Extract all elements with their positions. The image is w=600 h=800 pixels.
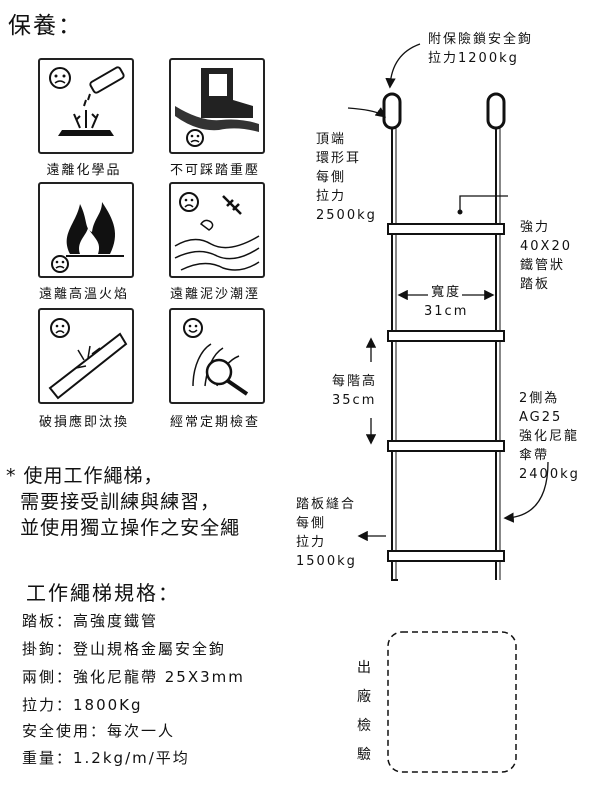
fire-icon bbox=[38, 182, 134, 278]
label-rung: 強力 40X20 鐵管狀 踏板 bbox=[520, 220, 572, 292]
caption-magnifier: 經常定期檢查 bbox=[169, 415, 260, 430]
stamp-char: 出 bbox=[357, 660, 371, 676]
chemical-icon bbox=[38, 58, 134, 154]
spec-tension: 拉力：1800Kg bbox=[22, 696, 143, 714]
stamp-char: 廠 bbox=[357, 689, 371, 705]
frayed-rope-icon bbox=[38, 308, 134, 404]
training-warning: * 使用工作繩梯， 需要接受訓練與練習， 並使用獨立操作之安全繩 bbox=[6, 465, 241, 539]
stamp-char: 驗 bbox=[357, 747, 371, 763]
caption-chemical: 遠離化學品 bbox=[46, 163, 122, 178]
spec-hook: 掛鉤：登山規格金屬安全鉤 bbox=[22, 640, 227, 658]
mud-crayfish-icon bbox=[169, 182, 265, 278]
label-width: 寬度 31cm bbox=[424, 285, 469, 319]
spec-weight: 重量：1.2kg/m/平均 bbox=[22, 749, 190, 767]
boot-step-icon bbox=[169, 58, 265, 154]
caption-boot: 不可踩踏重壓 bbox=[169, 163, 260, 178]
spec-usage: 安全使用：每次一人 bbox=[22, 722, 176, 740]
spec-sides: 兩側：強化尼龍帶 25X3mm bbox=[22, 668, 245, 686]
label-seam: 踏板縫合 每側 拉力 1500kg bbox=[296, 497, 357, 569]
caption-frayed: 破損應即汰換 bbox=[38, 415, 129, 430]
caption-fire: 遠離高溫火焰 bbox=[38, 287, 129, 302]
label-hook: 附保險鎖安全鉤 拉力1200kg bbox=[428, 32, 534, 66]
magnifier-icon bbox=[169, 308, 265, 404]
caption-mud: 遠離泥沙潮溼 bbox=[169, 287, 260, 302]
label-sides: 2側為 AG25 強化尼龍 傘帶 2400kg bbox=[519, 391, 580, 482]
spec-rung: 踏板：高強度鐵管 bbox=[22, 612, 159, 630]
label-loop: 頂端 環形耳 每側 拉力 2500kg bbox=[316, 132, 377, 223]
page-title: 保養： bbox=[8, 13, 83, 39]
factory-inspection-stamp: 出 廠 檢 驗 bbox=[356, 654, 372, 770]
spec-title: 工作繩梯規格： bbox=[26, 581, 180, 605]
stamp-char: 檢 bbox=[357, 718, 371, 734]
label-step-height: 每階高 35cm bbox=[332, 374, 378, 408]
